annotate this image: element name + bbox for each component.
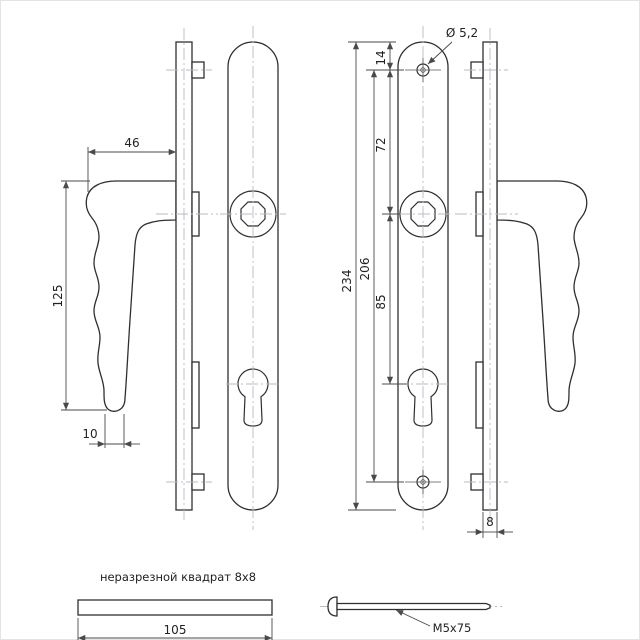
dim-125: 125 [51, 285, 65, 308]
cylinder-keyhole [407, 368, 439, 427]
centerlines [156, 26, 518, 530]
dim-234: 234 [340, 270, 354, 293]
leader-line-hole-diameter [427, 41, 453, 65]
screw-label: M5x75 [433, 621, 472, 635]
dim-206: 206 [358, 258, 372, 281]
screw-section: M5x75 [320, 596, 502, 635]
dim-85: 85 [374, 294, 388, 309]
dim-14: 14 [374, 50, 388, 65]
leader-line-screw [395, 609, 431, 627]
screw-head [327, 596, 338, 617]
dim-hole-diameter: Ø 5,2 [446, 26, 478, 40]
dimensions-left-view: 46 125 10 [51, 136, 176, 448]
square-bar-label: неразрезной квадрат 8x8 [100, 570, 256, 584]
dim-46: 46 [124, 136, 139, 150]
square-bar [77, 599, 273, 616]
cylinder-boss [475, 361, 484, 429]
cylinder-boss [191, 361, 200, 429]
screw-shaft [336, 602, 491, 611]
dim-105: 105 [164, 623, 187, 637]
square-bar-section: неразрезной квадрат 8x8 105 [77, 570, 273, 640]
dimensions-plate: 234 206 14 72 85 Ø 5,2 [340, 26, 478, 511]
dim-10: 10 [82, 427, 97, 441]
spindle-hole-octagon [410, 201, 436, 227]
cylinder-keyhole [237, 368, 269, 427]
dim-8: 8 [486, 515, 494, 529]
dim-72: 72 [374, 137, 388, 152]
spindle-hole-octagon [240, 201, 266, 227]
dimension-thickness: 8 [467, 512, 513, 538]
